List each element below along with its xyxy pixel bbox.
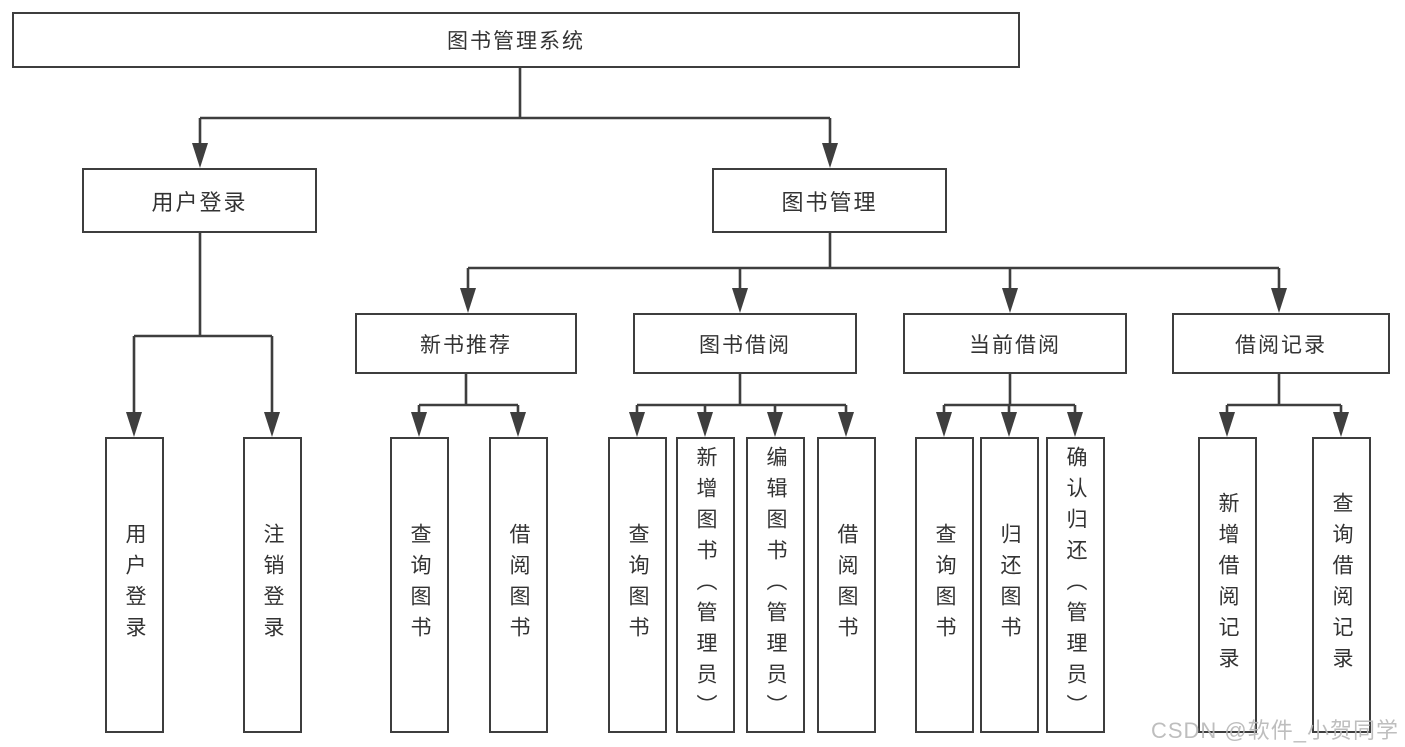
node-label: 确认归还（管理员）	[1064, 445, 1087, 725]
node-borrow-records: 借阅记录	[1172, 313, 1390, 374]
node-label: 查询图书	[408, 523, 431, 647]
node-query-borrow-record: 查询借阅记录	[1312, 437, 1371, 733]
arrow-down-icon	[629, 412, 645, 437]
node-book-management: 图书管理	[712, 168, 947, 233]
node-return-books: 归还图书	[980, 437, 1039, 733]
arrow-down-icon	[697, 412, 713, 437]
arrow-down-icon	[1002, 288, 1018, 313]
arrow-down-icon	[411, 412, 427, 437]
node-add-borrow-record: 新增借阅记录	[1198, 437, 1257, 733]
node-new-book-recommend: 新书推荐	[355, 313, 577, 374]
node-label: 查询图书	[933, 523, 956, 647]
node-confirm-return-admin: 确认归还（管理员）	[1046, 437, 1105, 733]
node-user-login-leaf: 用户登录	[105, 437, 164, 733]
arrow-down-icon	[1001, 412, 1017, 437]
arrow-down-icon	[192, 143, 208, 168]
node-label: 借阅图书	[835, 523, 858, 647]
node-borrow-books-recommend: 借阅图书	[489, 437, 548, 733]
node-borrow-books-leaf: 借阅图书	[817, 437, 876, 733]
node-label: 归还图书	[998, 523, 1021, 647]
node-query-books-current: 查询图书	[915, 437, 974, 733]
node-add-books-admin: 新增图书（管理员）	[676, 437, 735, 733]
arrow-down-icon	[1067, 412, 1083, 437]
arrow-down-icon	[510, 412, 526, 437]
arrow-down-icon	[767, 412, 783, 437]
node-user-login: 用户登录	[82, 168, 317, 233]
node-label: 新增图书（管理员）	[694, 445, 717, 725]
node-label: 新增借阅记录	[1216, 492, 1239, 678]
arrow-down-icon	[936, 412, 952, 437]
node-label: 编辑图书（管理员）	[764, 445, 787, 725]
node-system-root: 图书管理系统	[12, 12, 1020, 68]
arrow-down-icon	[264, 412, 280, 437]
arrow-down-icon	[1271, 288, 1287, 313]
node-book-borrow: 图书借阅	[633, 313, 857, 374]
arrow-down-icon	[822, 143, 838, 168]
node-edit-books-admin: 编辑图书（管理员）	[746, 437, 805, 733]
node-logout-leaf: 注销登录	[243, 437, 302, 733]
arrow-down-icon	[126, 412, 142, 437]
node-label: 借阅图书	[507, 523, 530, 647]
arrow-down-icon	[1333, 412, 1349, 437]
node-query-books-recommend: 查询图书	[390, 437, 449, 733]
arrow-down-icon	[1219, 412, 1235, 437]
node-query-books-borrow: 查询图书	[608, 437, 667, 733]
arrow-down-icon	[732, 288, 748, 313]
node-label: 用户登录	[123, 523, 146, 647]
node-label: 注销登录	[261, 523, 284, 647]
node-label: 查询图书	[626, 523, 649, 647]
node-current-borrow: 当前借阅	[903, 313, 1127, 374]
arrow-down-icon	[460, 288, 476, 313]
node-label: 查询借阅记录	[1330, 492, 1353, 678]
watermark: CSDN @软件_小贺同学	[1150, 718, 1399, 743]
arrow-down-icon	[838, 412, 854, 437]
